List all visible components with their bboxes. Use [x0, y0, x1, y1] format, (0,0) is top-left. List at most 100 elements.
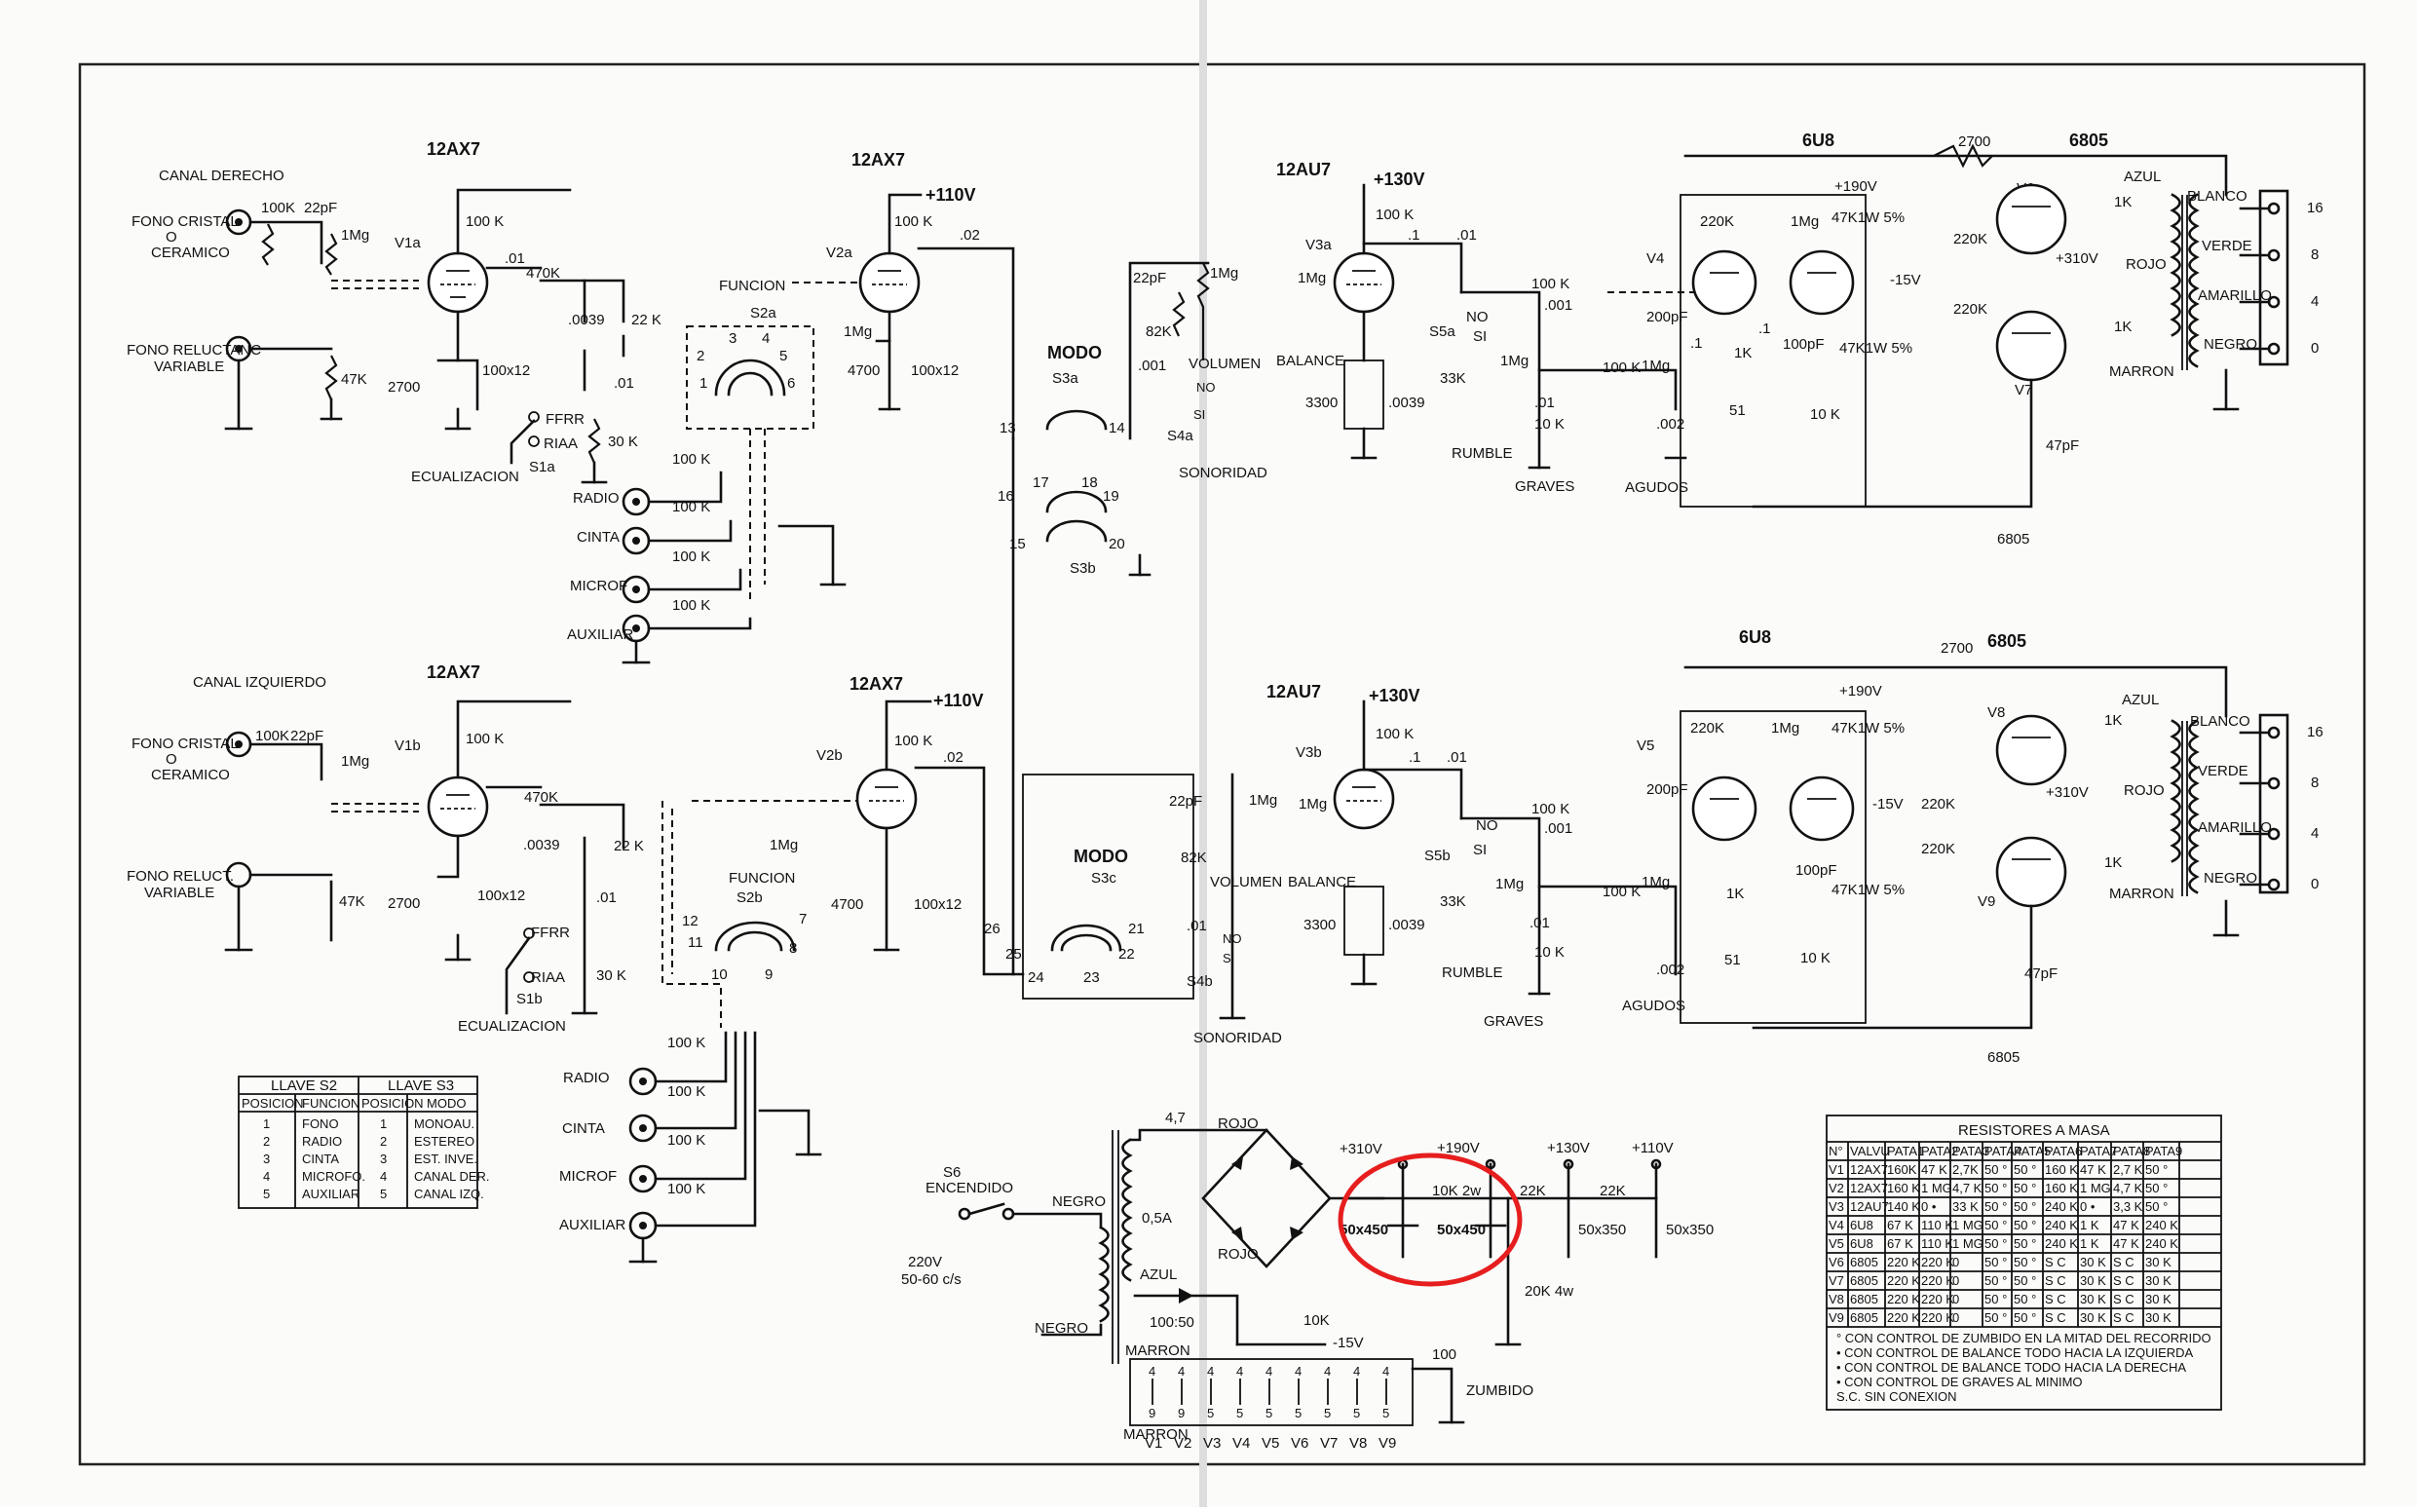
resistores-cell: 50 °	[2014, 1181, 2036, 1195]
r-220k-v4-label: 220K	[1700, 213, 1734, 230]
s3c-pin: 22	[1118, 946, 1135, 963]
llave-s3-header: LLAVE S3	[388, 1077, 454, 1094]
agudos-left-label: AGUDOS	[1622, 998, 1685, 1014]
r-1mg-vol-label: 1Mg	[1210, 265, 1238, 282]
c-50x350-b-label: 50x350	[1666, 1222, 1714, 1238]
llave-subheader: POSICION	[242, 1096, 304, 1111]
heater-pin-top: 4	[1382, 1364, 1389, 1379]
r-30k-left-label: 30 K	[596, 967, 626, 984]
r-label: 100 K	[667, 1035, 705, 1051]
heater-pin-bot: 5	[1295, 1406, 1302, 1420]
heater-pin-bot: 9	[1178, 1406, 1185, 1420]
resistores-cell: 50 °	[2014, 1218, 2036, 1232]
c-200pf-left-label: 200pF	[1646, 781, 1688, 798]
r-20k4w-label: 20K 4w	[1525, 1283, 1573, 1300]
llave-cell: 1	[380, 1116, 387, 1131]
fono-reluct-l1: FONO RELUCT.	[127, 868, 234, 885]
resistores-cell: 240 K	[2145, 1236, 2178, 1251]
resistores-cell: 160 K	[2045, 1181, 2078, 1195]
input-cinta-left-label: CINTA	[562, 1120, 605, 1137]
resistores-cell: 240 K	[2045, 1218, 2078, 1232]
rail-190-label: +190V	[1437, 1140, 1480, 1156]
llave-cell: 3	[380, 1152, 387, 1166]
c-001-graves-label: .001	[1544, 297, 1572, 314]
heater-ref: V3	[1203, 1435, 1221, 1452]
tap-0-left: 0	[2311, 876, 2319, 892]
r-220k-v8-label: 220K	[1921, 796, 1955, 813]
pos310-left-label: +310V	[2046, 784, 2089, 801]
c-100pf-left-label: 100pF	[1795, 862, 1837, 879]
heater-pin-top: 4	[1236, 1364, 1243, 1379]
fuse-label: 0,5A	[1142, 1210, 1172, 1227]
resistores-cell: 30 K	[2145, 1255, 2172, 1269]
rail-130-label: +130V	[1547, 1140, 1590, 1156]
v3b-type: 12AU7	[1266, 682, 1321, 701]
llave-cell: AUXILIAR	[302, 1187, 359, 1201]
resistores-cell: V3	[1829, 1199, 1844, 1214]
s2a-pin: 4	[762, 330, 770, 347]
c-200pf-label: 200pF	[1646, 309, 1688, 325]
r-220k-v6-label: 220K	[1953, 231, 1987, 247]
si-v3b-label: SI	[1473, 842, 1487, 858]
v1a-type: 12AX7	[427, 139, 480, 159]
r-22k-left-label: 22 K	[614, 838, 644, 854]
heater-pin-bot: 5	[1382, 1406, 1389, 1420]
resistores-cell: 160K	[1887, 1162, 1917, 1177]
llave-cell: EST. INVE.	[414, 1152, 477, 1166]
resistores-cell: 47 K	[2113, 1236, 2139, 1251]
s5b-label: S5b	[1424, 848, 1451, 864]
s2b-pin: 12	[682, 913, 699, 929]
v7-ref: V7	[2015, 382, 2032, 398]
s3-pin: 14	[1109, 420, 1125, 436]
verde-label: VERDE	[2202, 238, 2252, 254]
rojo-left-label: ROJO	[2124, 782, 2165, 799]
resistores-cell: 0	[1952, 1273, 1959, 1288]
encendido-label: ENCENDIDO	[925, 1180, 1013, 1196]
ecualizacion-label: ECUALIZACION	[411, 469, 519, 485]
riaa-label: RIAA	[544, 435, 578, 452]
resistores-cell: 50 °	[2014, 1310, 2036, 1325]
aux-inputs-right: RADIO CINTA MICROF AUXILIAR 100 K 100 K …	[567, 429, 847, 664]
neg15-psu-label: -15V	[1333, 1335, 1364, 1351]
negro-wire-2-label: NEGRO	[1035, 1320, 1088, 1337]
resistores-cell: 1 MG	[1921, 1181, 1952, 1195]
verde-left-label: VERDE	[2198, 763, 2248, 779]
r-1mg-graves-label: 1Mg	[1500, 353, 1529, 369]
s3-pin: 15	[1009, 536, 1026, 552]
volumen-label: VOLUMEN	[1189, 356, 1261, 372]
s3-pin: 16	[998, 488, 1014, 505]
r-47k1w-b-label: 47K1W 5%	[1839, 340, 1912, 357]
heater-ref: V8	[1349, 1435, 1367, 1452]
r-1mg-vol-left-label: 1Mg	[1249, 792, 1277, 809]
heater-ref: V7	[1320, 1435, 1338, 1452]
zumbido-label: ZUMBIDO	[1466, 1382, 1533, 1399]
llave-cell: ESTEREO	[414, 1134, 474, 1149]
r-100k-v3a-label: 100 K	[1376, 207, 1414, 223]
r-1k-v5-label: 1K	[1726, 886, 1744, 902]
resistores-cell: 67 K	[1887, 1218, 1913, 1232]
si-v3a-label: SI	[1473, 328, 1487, 345]
resistores-cell: 240 K	[2045, 1236, 2078, 1251]
resistores-cell: 3,3 K	[2113, 1199, 2143, 1214]
resistores-cell: 6805	[1850, 1292, 1878, 1306]
resistores-header-cell: PATA3	[1952, 1144, 1989, 1158]
resistores-cell: 4,7 K	[1952, 1181, 1983, 1195]
sonoridad-left-label: SONORIDAD	[1193, 1030, 1282, 1046]
s3-pin: 20	[1109, 536, 1125, 552]
input-microf-left-label: MICROF	[559, 1168, 617, 1185]
heater-pin-bot: 5	[1265, 1406, 1272, 1420]
graves-label: GRAVES	[1515, 478, 1574, 495]
resistores-cell: 30 K	[2080, 1292, 2106, 1306]
c-001-label: .001	[1138, 358, 1166, 374]
r-22k-b-label: 22K	[1600, 1183, 1626, 1199]
fono-cristal-label-1: FONO CRISTAL	[132, 213, 239, 230]
r-100k-v3b-label: 100 K	[1376, 726, 1414, 742]
tap-8: 8	[2311, 246, 2319, 263]
heater-ref: V5	[1262, 1435, 1279, 1452]
v2b-ref: V2b	[816, 747, 843, 764]
s2b-pin: 9	[765, 966, 773, 983]
v1b-ref: V1b	[395, 737, 421, 754]
r-10k-v4-label: 10 K	[1810, 406, 1840, 423]
